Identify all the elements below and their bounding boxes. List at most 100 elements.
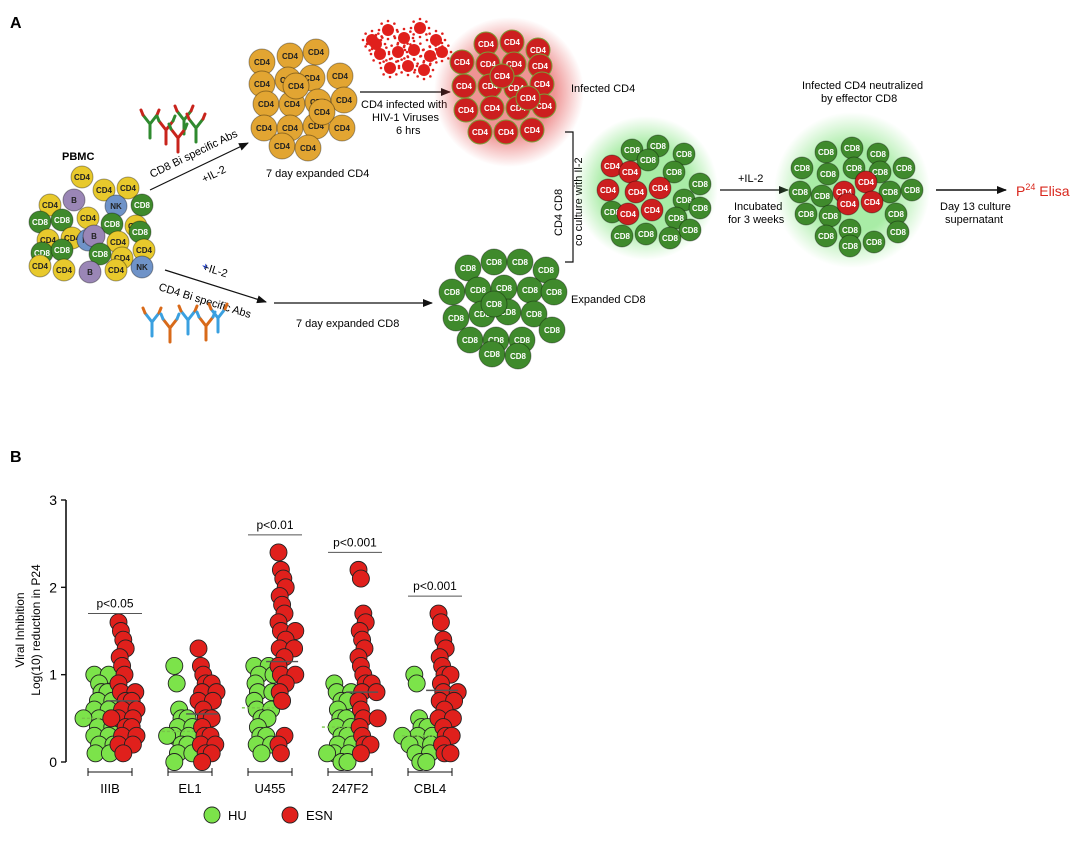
cd4-abs-label: CD4 Bi specific Abs <box>157 281 253 321</box>
neutralized-cd8-cell: CD8 <box>878 180 902 204</box>
pbmc-cell-cd4-label: CD4 <box>108 266 125 275</box>
neutralized-cd8-cell: CD8 <box>886 220 910 244</box>
cd8-cell: CD8 <box>516 276 544 304</box>
infected-cd4-cell-body <box>519 117 545 143</box>
legend-swatch <box>281 806 299 824</box>
cd8-cell: CD8 <box>504 342 532 370</box>
cd8-cell-label: CD8 <box>514 336 531 345</box>
pbmc-cell-b-body <box>62 188 86 212</box>
infected-cd4-cell-label: CD4 <box>536 102 553 111</box>
pbmc-cell-cd4: CD4 <box>28 254 52 278</box>
coculture-cd8-cell: CD8 <box>610 224 634 248</box>
hiv-virus-cloud <box>361 17 453 81</box>
pbmc-cell-cd4-body <box>70 165 94 189</box>
infected-cd4-cell-label: CD4 <box>482 82 499 91</box>
pbmc-cell-nk-label: NK <box>110 202 122 211</box>
virus-particle <box>397 55 419 77</box>
infected-cd4-cell-label: CD4 <box>532 62 549 71</box>
pbmc-cell-cd4: CD4 <box>104 258 128 282</box>
neutralized-cd8-cell: CD8 <box>814 140 838 164</box>
neutralized-cd8-cell-body <box>790 156 814 180</box>
cd8-cell-label: CD8 <box>526 310 543 319</box>
neutralized-cd8-cell: CD8 <box>790 156 814 180</box>
neutralized-line2: by effector CD8 <box>821 93 897 105</box>
antibody-icon <box>195 310 217 342</box>
data-point <box>273 691 292 710</box>
cd8-cell: CD8 <box>438 278 466 306</box>
pbmc-cell-nk-label: NK <box>136 263 148 272</box>
pbmc-label: PBMC <box>62 151 94 163</box>
coculture-cd4-cell: CD4 <box>640 198 664 222</box>
cd4-cell-label: CD4 <box>336 96 353 105</box>
neutralized-cd8-cell: CD8 <box>810 184 834 208</box>
neutralized-cd8-cell-label: CD8 <box>844 144 861 153</box>
coculture-cd4-cell-label: CD4 <box>628 188 645 197</box>
pbmc-cell-cd4-label: CD4 <box>136 246 153 255</box>
neutralized-cd4-cell-label: CD4 <box>864 198 881 207</box>
infected-cd4-cell-label: CD4 <box>498 128 515 137</box>
virus-particle <box>377 19 399 41</box>
infected-cd4-cell-label: CD4 <box>534 80 551 89</box>
antibody-icon <box>185 112 207 144</box>
coculture-cd8-cell: CD8 <box>636 148 660 172</box>
y-tick-label: 1 <box>49 667 57 683</box>
coculture-cd4-cell: CD4 <box>616 202 640 226</box>
neutralized-cd8-cell: CD8 <box>838 218 862 242</box>
infected-cd4-cell: CD4 <box>453 97 479 123</box>
pbmc-cell-cd8: CD8 <box>28 210 52 234</box>
infected-cd4-cell-body <box>479 95 505 121</box>
neutralized-cd8-cell-body <box>862 230 886 254</box>
infected-cd4-cell-label: CD4 <box>520 94 537 103</box>
pbmc-cell-cd8-body <box>88 242 112 266</box>
neutralized-cd8-cell-label: CD8 <box>818 232 835 241</box>
coculture-cd4-cell-label: CD4 <box>600 186 617 195</box>
cd8-cell-label: CD8 <box>510 352 527 361</box>
cd8-cell-label: CD8 <box>462 336 479 345</box>
virus-particle <box>387 41 409 63</box>
infected-cd4-cell-label: CD4 <box>472 128 489 137</box>
cd8-cell-label: CD8 <box>512 258 529 267</box>
coculture-cd8-cell-label: CD8 <box>614 232 631 241</box>
data-point <box>102 709 121 728</box>
coculture-cd4-cell-label: CD4 <box>622 168 639 177</box>
y-tick-label: 3 <box>49 492 57 508</box>
neutralized-cd8-cell-label: CD8 <box>882 188 899 197</box>
pbmc-cell-cd4-body <box>38 193 62 217</box>
pbmc-cell-cd4: CD4 <box>52 258 76 282</box>
infected-cd4-cell-body <box>453 97 479 123</box>
y-axis-label-line2: Log(10) reduction in P24 <box>29 564 43 696</box>
cd8-cell: CD8 <box>454 254 482 282</box>
coculture-cd8-cell-body <box>688 172 712 196</box>
neutralized-cd8-cell-label: CD8 <box>870 150 887 159</box>
infected-cd4-cell: CD4 <box>451 73 477 99</box>
cd8-cell-label: CD8 <box>488 336 505 345</box>
data-point <box>189 639 208 658</box>
infected-cd4-cell-body <box>493 119 519 145</box>
neutralized-cd8-cell: CD8 <box>838 234 862 258</box>
infected-cd4-cell: CD4 <box>489 63 515 89</box>
virus-particle <box>379 57 401 79</box>
cd4-cell: CD4 <box>294 134 322 162</box>
neutralized-cd8-cell-body <box>900 178 924 202</box>
cd8-cell-label: CD8 <box>486 258 503 267</box>
infected-with-line2: HIV-1 Viruses <box>372 112 440 124</box>
cd8-bispecific-antibody-icons <box>139 104 207 154</box>
cd8-cell: CD8 <box>456 326 484 354</box>
infected-cd4-cell: CD4 <box>519 117 545 143</box>
cd4-cell-body <box>282 72 310 100</box>
infected-with-line3: 6 hrs <box>396 125 421 137</box>
cd8-cell-body <box>504 342 532 370</box>
coculture-cd4-cell-body <box>640 198 664 222</box>
y-axis-label-line1: Viral Inhibition <box>13 592 27 667</box>
coculture-cd4-cell-label: CD4 <box>652 184 669 193</box>
virus-particle <box>413 59 435 81</box>
pbmc-cell-cd8: CD8 <box>50 208 74 232</box>
coculture-cd8-cell-body <box>620 138 644 162</box>
il2-top-label: +IL-2 <box>200 164 228 186</box>
pbmc-cell-nk: NK <box>130 255 154 279</box>
cd8-cell-body <box>540 278 568 306</box>
infected-cd4-cell-label: CD4 <box>478 40 495 49</box>
